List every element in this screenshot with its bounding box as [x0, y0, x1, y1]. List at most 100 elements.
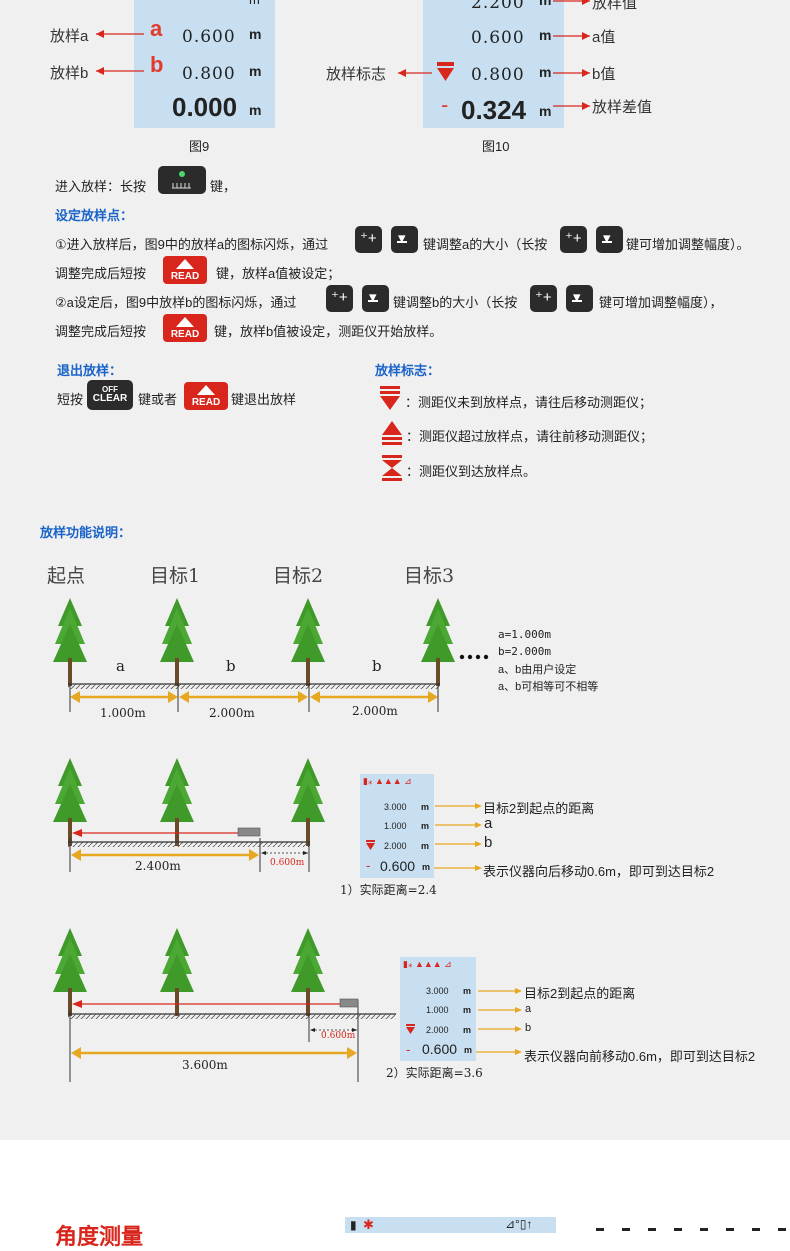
flag-arrived-text: ：测距仪到达放样点。	[406, 464, 537, 479]
angle-icon: ⊿°▯↑	[505, 1217, 533, 1231]
fig9-icon-a: a	[150, 16, 163, 41]
battery-icon: ▮	[350, 1218, 357, 1232]
fig10-arrows	[398, 0, 590, 110]
distance-2: 2.000m	[209, 706, 255, 720]
case2-r3-unit: m	[463, 1025, 472, 1035]
case2-ann3: b	[525, 1022, 532, 1034]
case2-r3: 2.000	[426, 1025, 449, 1035]
minus-key-2[interactable]: ▾	[596, 226, 623, 253]
fig9-label-a: 放样a	[50, 28, 89, 45]
label-target3: 目标3	[404, 565, 455, 587]
set-point-line3-c: 键可增加调整幅度），	[599, 295, 723, 310]
fig10-value-top: 2.200	[471, 0, 525, 13]
fig10-value-a: 0.600	[471, 28, 525, 48]
fig9-lcd-display: m a 0.600 m b 0.800 m 0.000 m	[134, 0, 275, 128]
instructions-panel	[0, 0, 790, 1140]
minus-key-3[interactable]: ▾	[362, 285, 389, 312]
next-lcd-preview: ▮ ✱ ⊿°▯↑	[345, 1217, 556, 1233]
plus-key-3[interactable]: ⁺+	[326, 285, 353, 312]
case2-r2-unit: m	[463, 1005, 472, 1015]
stakeout-diagram	[53, 598, 522, 1082]
minus-icon: ▾	[573, 289, 581, 306]
case1-caption: 1）实际距离=2.4	[340, 883, 437, 897]
plus-icon: ⁺+	[535, 289, 552, 306]
read-key-2[interactable]: READ	[163, 314, 207, 342]
case1-r3: 2.000	[384, 841, 407, 851]
note-equal: a、b可相等可不相等	[498, 681, 599, 693]
plus-key[interactable]: ⁺+	[355, 226, 382, 253]
fig10-flag-icon	[437, 62, 454, 81]
case2-ann2: a	[525, 1003, 532, 1015]
fig10-ann-top: 放样值	[592, 0, 638, 12]
case1-r4-unit: m	[422, 862, 431, 872]
minus-icon: ▾	[603, 230, 611, 247]
off-clear-key[interactable]: OFF CLEAR	[87, 380, 133, 410]
set-point-line3-b: 键调整b的大小（长按	[393, 295, 518, 310]
flags-heading: 放样标志：	[375, 363, 441, 378]
case1-r1: 3.000	[384, 802, 407, 812]
case2-ann4: 表示仪器向前移动0.6m，即可到达目标2	[524, 1049, 756, 1064]
case1-ann3: b	[484, 834, 493, 851]
case1-distance-main: 2.400m	[135, 859, 181, 873]
segment-b2-label: b	[372, 657, 382, 675]
enter-text-suffix: 键，	[210, 179, 237, 194]
off-label: OFF	[102, 385, 118, 394]
set-point-line1-c: 键可增加调整幅度）。	[626, 237, 750, 252]
case2-r4-sign: -	[406, 1042, 411, 1057]
stakeout-key-led-icon	[179, 171, 185, 177]
minus-key[interactable]: ▾	[391, 226, 418, 253]
case1-r4: 0.600	[380, 858, 416, 874]
plus-key-2[interactable]: ⁺+	[560, 226, 587, 253]
case1-lcd-status-icons: ▮⁎ ▲▲▲ ⊿	[363, 776, 412, 786]
note-b-value: b=2.000m	[498, 645, 551, 658]
case1-distance-offset: 0.600m	[270, 858, 305, 868]
read-key[interactable]: READ	[163, 256, 207, 284]
case2-distance-offset: 0.600m	[321, 1031, 356, 1041]
read-arrow-icon	[176, 317, 194, 327]
fig9-unit-b: m	[249, 63, 262, 79]
flag-up-icon	[382, 421, 402, 445]
minus-icon: ▾	[398, 230, 406, 247]
fig9-label-b: 放样b	[50, 65, 89, 82]
case1-flag-icon	[366, 840, 375, 850]
case1-r3-unit: m	[421, 841, 430, 851]
label-target2: 目标2	[273, 565, 324, 587]
distance-3: 2.000m	[352, 704, 398, 718]
exit-text-b: 键或者	[138, 392, 178, 407]
case2-r1: 3.000	[426, 986, 449, 996]
plus-icon: ⁺+	[565, 230, 582, 247]
function-heading: 放样功能说明：	[40, 525, 132, 540]
exit-text-c: 键退出放样	[231, 392, 297, 407]
fig10-main-unit: m	[539, 103, 552, 119]
case2-flag-icon	[406, 1024, 415, 1034]
fig10-ann-a: a值	[592, 29, 616, 46]
fig10-value-b: 0.800	[471, 65, 525, 85]
set-point-line1-b: 键调整a的大小（长按	[423, 237, 548, 252]
fig10-ann-b: b值	[592, 66, 616, 83]
fig9-main-unit: m	[249, 102, 262, 118]
note-user-set: a、b由用户设定	[498, 664, 577, 676]
plus-key-4[interactable]: ⁺+	[530, 285, 557, 312]
fig9-caption: 图9	[189, 139, 210, 154]
minus-key-4[interactable]: ▾	[566, 285, 593, 312]
fig10-lcd-display: 2.200 m 0.600 m 0.800 m - 0.324 m	[423, 0, 564, 128]
fig9-arrows	[96, 30, 144, 75]
fig9-icon-b: b	[150, 52, 164, 77]
set-point-line4-b: 键，放样b值被设定，测距仪开始放样。	[214, 324, 443, 339]
plus-icon: ⁺+	[360, 230, 377, 247]
case1-ann4: 表示仪器向后移动0.6m，即可到达目标2	[483, 864, 715, 879]
case2-r4: 0.600	[422, 1041, 458, 1057]
clear-label: CLEAR	[92, 393, 128, 404]
fig10-unit-top: m	[539, 0, 552, 8]
angle-measure-title: 角度测量	[55, 1224, 144, 1249]
flag-up-text: ：测距仪超过放样点，请往前移动测距仪；	[406, 429, 654, 444]
set-point-line3-a: ②a设定后，图9中放样b的图标闪烁，通过	[55, 295, 297, 310]
fig9-value-a: 0.600	[182, 27, 236, 47]
case2-lcd: ▮⁎ ▲▲▲ ⊿ 3.000 m 1.000 m 2.000 m - 0.600…	[400, 957, 476, 1061]
read-key-3[interactable]: READ	[184, 382, 228, 410]
minus-icon: ▾	[369, 289, 377, 306]
case1-r4-sign: -	[366, 858, 371, 873]
case2-ann1: 目标2到起点的距离	[524, 986, 636, 1001]
stakeout-key[interactable]	[158, 166, 206, 194]
distance-1: 1.000m	[100, 706, 146, 720]
